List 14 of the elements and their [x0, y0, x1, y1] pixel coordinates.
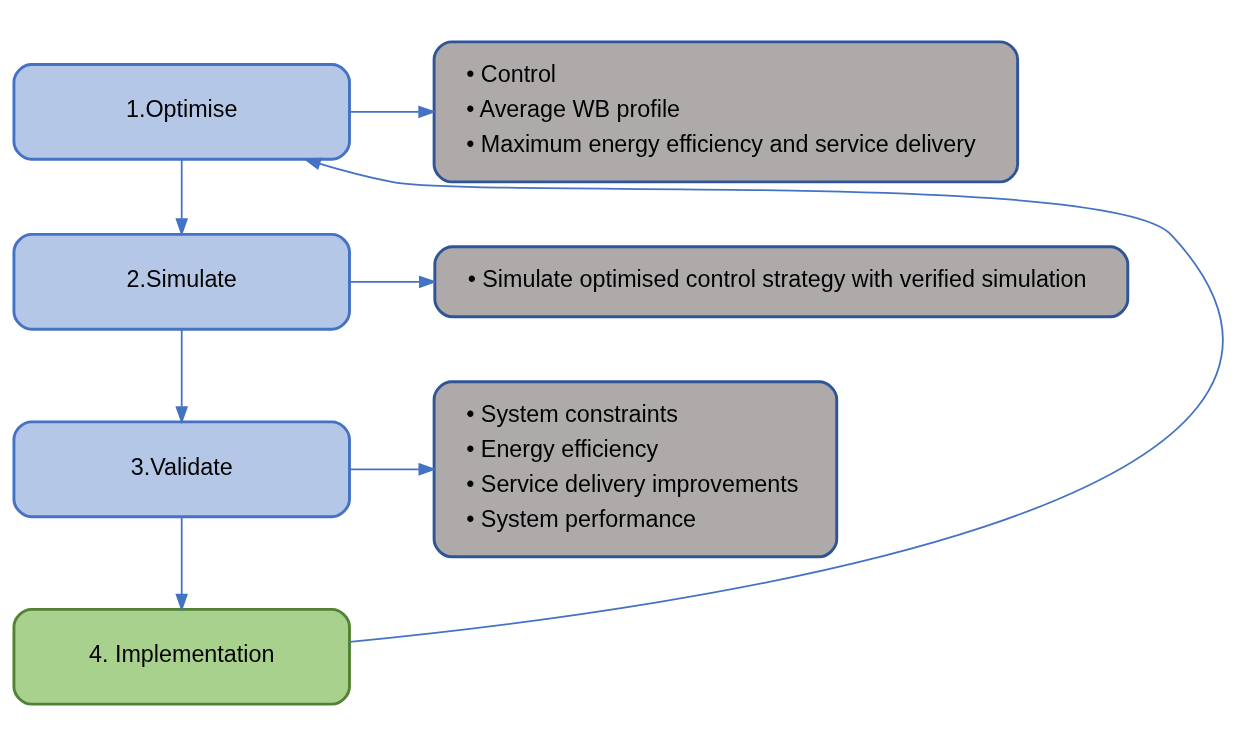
- node-box: 1.Optimise: [12, 62, 351, 161]
- arrow: [175, 328, 189, 424]
- arrow: [175, 158, 189, 236]
- node-box: • System constraints • Energy efficiency • Service delivery improvements • System performance: [432, 379, 839, 558]
- arrow: [302, 157, 1223, 643]
- node-box: 4. Implementation: [12, 607, 351, 706]
- node-box: • Simulate optimised control strategy with verified simulation: [433, 244, 1130, 318]
- arrow: [348, 274, 438, 288]
- node-box: 2.Simulate: [12, 232, 351, 331]
- node-box: 3.Validate: [12, 419, 351, 518]
- arrow: [348, 105, 437, 118]
- arrow: [348, 462, 437, 476]
- arrow: [175, 515, 189, 612]
- node-box: • Control • Average WB profile • Maximum energy efficiency and service delivery: [432, 39, 1020, 183]
